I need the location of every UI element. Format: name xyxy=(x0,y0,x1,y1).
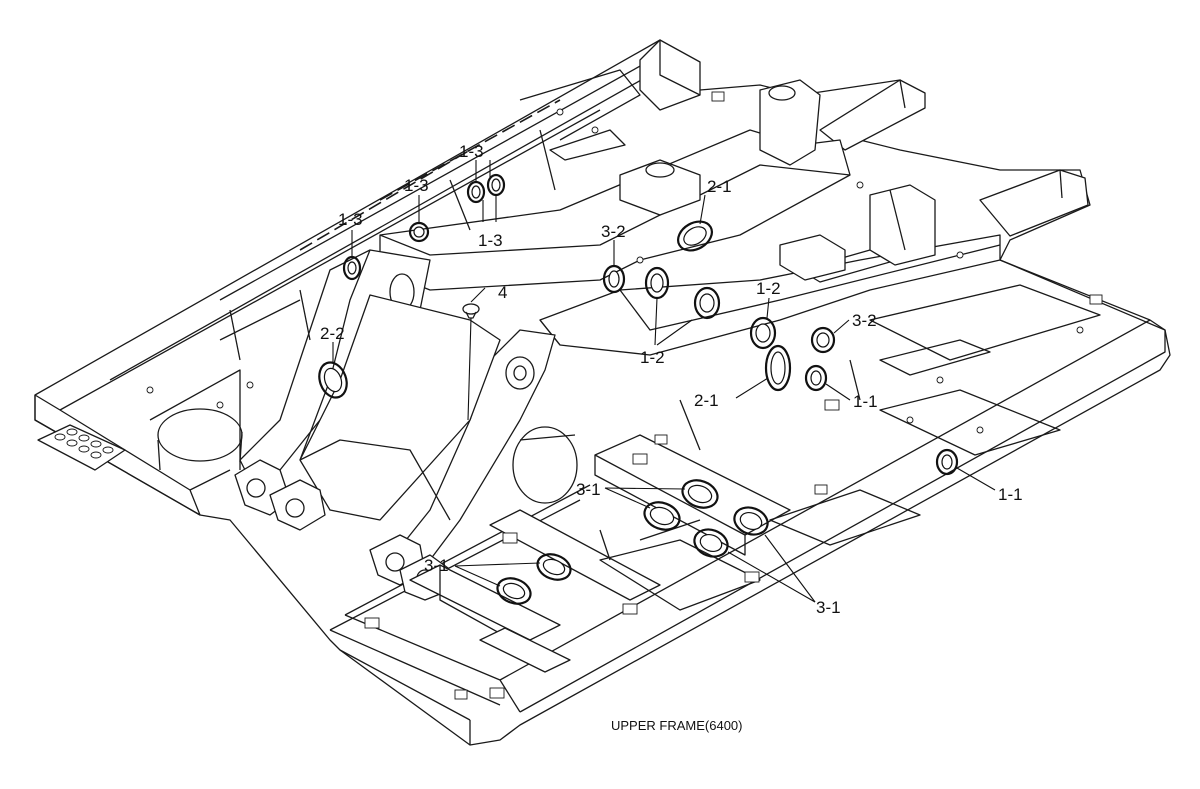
step-plate-holes xyxy=(54,428,114,459)
grommet-rings xyxy=(318,173,959,605)
callout-1-3-a: 1-3 xyxy=(338,210,363,229)
callout-4: 4 xyxy=(498,283,507,302)
leader-lines xyxy=(332,160,996,603)
bolt-pads xyxy=(146,91,1103,700)
callout-3-1-right: 3-1 xyxy=(816,598,841,617)
callout-3-1-top: 3-1 xyxy=(576,480,601,499)
callout-2-1-top: 2-1 xyxy=(707,177,732,196)
callout-1-3-c: 1-3 xyxy=(459,142,484,161)
callout-labels: 1-3 1-3 1-3 1-3 2-1 3-2 4 2-2 1-2 3-2 1-… xyxy=(320,142,1023,617)
callout-1-1-mid: 1-1 xyxy=(853,392,878,411)
diagram-caption: UPPER FRAME(6400) xyxy=(611,718,742,733)
callout-1-1-right: 1-1 xyxy=(998,485,1023,504)
callout-1-2-right: 1-2 xyxy=(756,279,781,298)
callout-1-3-d: 1-3 xyxy=(478,231,503,250)
callout-1-3-b: 1-3 xyxy=(404,176,429,195)
callout-3-2-left: 3-2 xyxy=(601,222,626,241)
callout-3-2-right: 3-2 xyxy=(852,311,877,330)
frame-outline xyxy=(34,39,1171,746)
callout-3-1-left: 3-1 xyxy=(424,556,449,575)
callout-2-2: 2-2 xyxy=(320,324,345,343)
callout-2-1-lower: 2-1 xyxy=(694,391,719,410)
callout-1-2-left: 1-2 xyxy=(640,348,665,367)
